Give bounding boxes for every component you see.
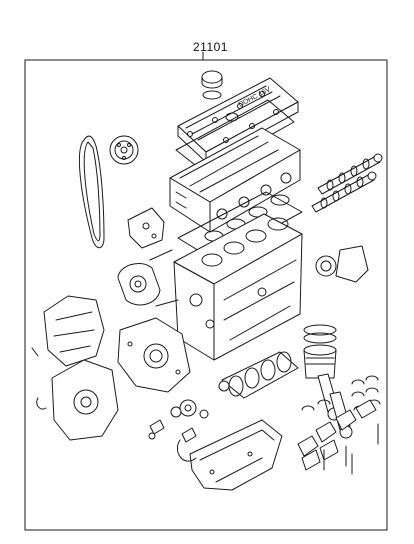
camshafts (311, 153, 383, 213)
water-pump (117, 249, 179, 307)
main-bearing-caps (297, 399, 377, 471)
engine-mount-bracket (127, 207, 165, 249)
piston-rings (303, 324, 337, 344)
cap-bolts (323, 423, 379, 475)
part-number-label: 21101 (193, 40, 228, 54)
oil-pan (189, 419, 283, 491)
cover-bolts (187, 91, 279, 143)
oil-pump-front-case (117, 317, 191, 393)
crankshaft-sprocket (170, 399, 197, 418)
rear-oil-seal-case (315, 245, 369, 283)
emblem-oval (225, 112, 239, 122)
oil-strainer (176, 439, 197, 462)
small-fittings (148, 409, 209, 443)
crankshaft (218, 351, 299, 399)
diagram-frame (24, 51, 388, 531)
timing-belt-cover-upper (43, 295, 105, 367)
cylinder-head (169, 127, 301, 233)
piston (303, 344, 337, 379)
cylinder-block (173, 213, 303, 361)
timing-belt (78, 135, 105, 249)
cam-sprocket (109, 135, 139, 165)
cover-clip (36, 397, 47, 410)
timing-belt-cover-lower (51, 359, 119, 441)
cover-bolt (31, 347, 39, 357)
oil-filler-cap (201, 70, 223, 100)
